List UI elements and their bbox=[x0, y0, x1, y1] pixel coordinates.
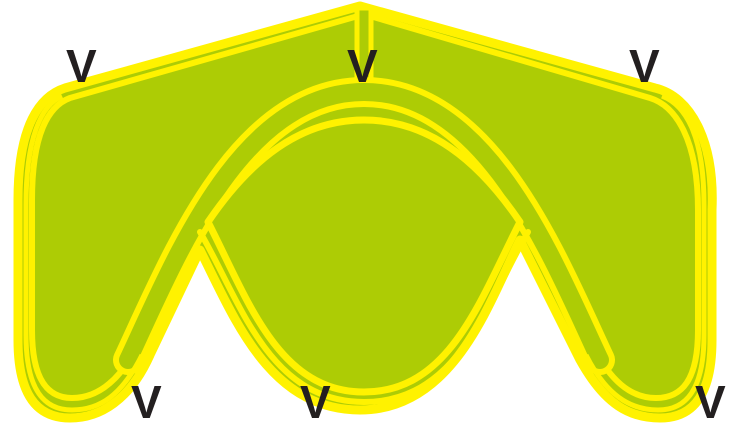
label-top-left: V bbox=[66, 40, 97, 92]
label-top-center: V bbox=[347, 40, 378, 92]
label-bottom-left: V bbox=[131, 376, 162, 428]
label-top-right: V bbox=[629, 40, 660, 92]
label-bottom-right: V bbox=[695, 376, 726, 428]
label-bottom-center: V bbox=[300, 376, 331, 428]
